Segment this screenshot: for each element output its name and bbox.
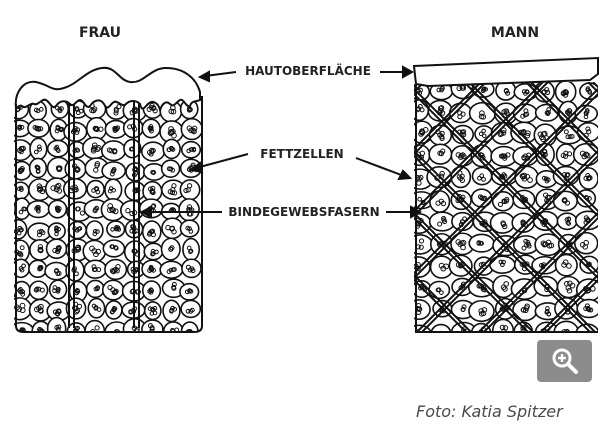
label-fat-cells: FETTZELLEN bbox=[260, 147, 343, 161]
fat-cell bbox=[490, 256, 515, 273]
fat-cell bbox=[182, 142, 201, 158]
photo-credit: Foto: Katia Spitzer bbox=[416, 402, 563, 421]
fat-cell bbox=[493, 192, 514, 211]
fat-cell bbox=[431, 325, 451, 344]
fat-cell bbox=[408, 300, 430, 319]
fat-cell bbox=[87, 181, 104, 198]
fat-cell bbox=[429, 281, 449, 298]
fat-cell bbox=[164, 322, 183, 340]
fat-cell bbox=[429, 144, 451, 164]
label-skin-surface: HAUTOBERFLÄCHE bbox=[245, 63, 371, 78]
fat-cell bbox=[469, 234, 494, 252]
mann-title: MANN bbox=[491, 25, 539, 41]
fat-cell bbox=[469, 301, 494, 322]
fat-cell bbox=[87, 118, 107, 140]
fat-cell bbox=[407, 235, 432, 254]
fat-cell bbox=[84, 260, 106, 278]
fat-cell bbox=[88, 299, 104, 318]
frau-title: FRAU bbox=[79, 25, 121, 41]
zoom-button[interactable] bbox=[537, 340, 592, 382]
fat-cell bbox=[86, 221, 103, 240]
fat-cell bbox=[162, 160, 180, 177]
fat-cell bbox=[575, 233, 598, 254]
fat-cell bbox=[102, 162, 125, 179]
fat-cell bbox=[410, 100, 428, 121]
fat-cell bbox=[553, 191, 577, 210]
fat-cell bbox=[162, 218, 183, 238]
label-connective-fibers: BINDEGEWEBSFASERN bbox=[228, 205, 379, 219]
fat-cell bbox=[143, 182, 162, 201]
fat-cell bbox=[103, 280, 124, 300]
magnifier-plus-icon bbox=[550, 346, 580, 376]
fat-cell bbox=[83, 240, 105, 262]
fat-cell bbox=[45, 262, 68, 279]
male-skin-surface bbox=[414, 58, 598, 86]
female-tissue-block bbox=[8, 68, 202, 342]
fat-cell bbox=[493, 319, 513, 341]
fat-cell bbox=[48, 223, 65, 239]
fat-cell bbox=[8, 298, 31, 320]
fat-cell bbox=[105, 179, 122, 200]
fat-cell bbox=[163, 300, 180, 321]
